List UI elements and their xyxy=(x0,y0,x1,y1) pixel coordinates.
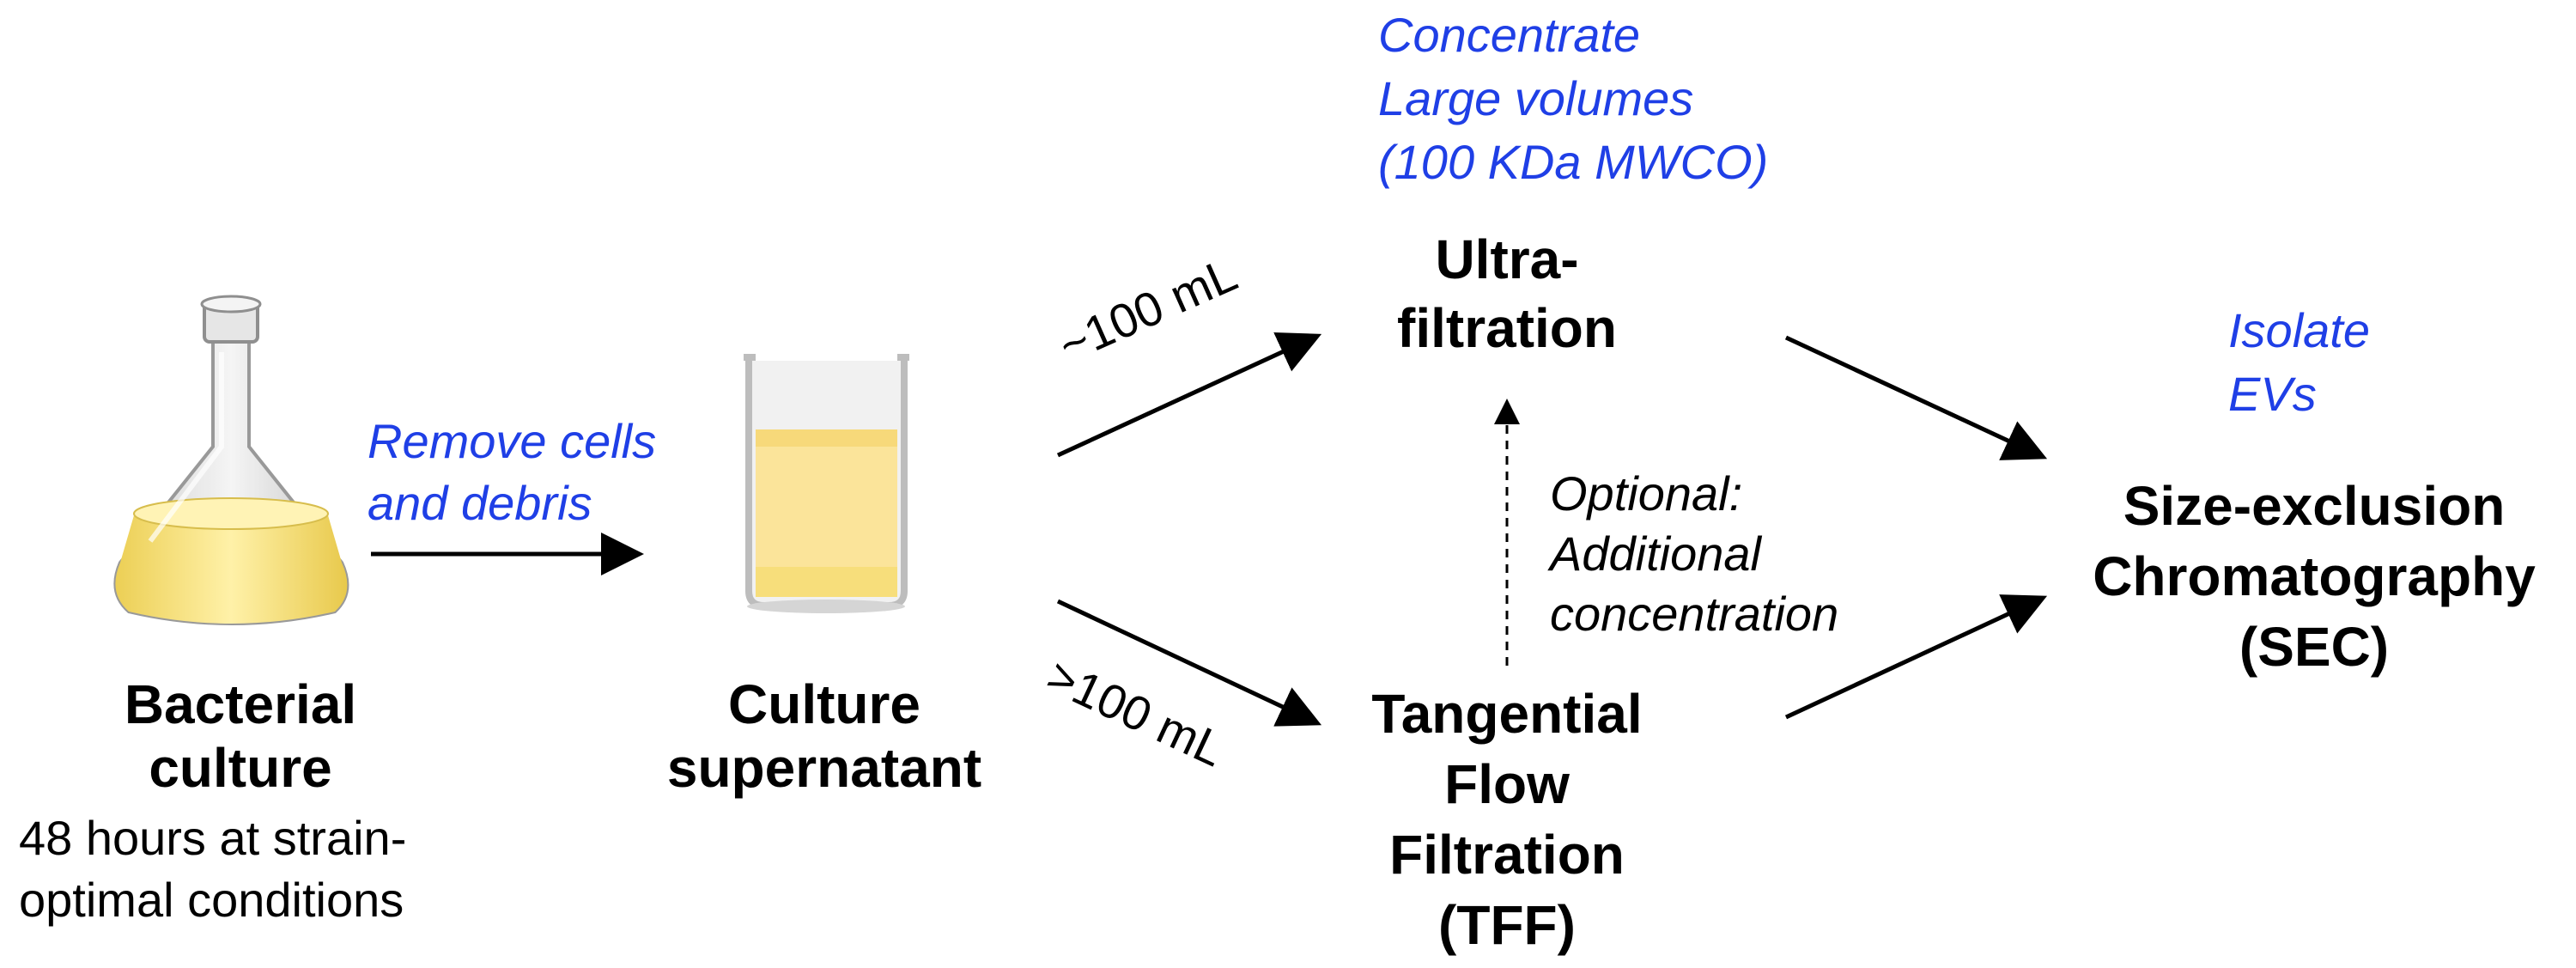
sec-title-line2: Chromatography xyxy=(2069,541,2559,612)
tff-title-line1: Tangential xyxy=(1335,679,1679,749)
optional-line3: concentration xyxy=(1550,584,1838,644)
bacterial-culture-title: Bacterial culture xyxy=(94,673,386,800)
ultrafiltration-title-line2: filtration xyxy=(1340,294,1674,362)
isolate-line1: Isolate xyxy=(2228,299,2370,362)
remove-cells-line2: and debris xyxy=(368,472,656,534)
supernatant-title-line2: supernatant xyxy=(653,736,996,800)
tff-title-line4: (TFF) xyxy=(1335,890,1679,960)
supernatant-title-line1: Culture xyxy=(653,673,996,736)
sec-title: Size-exclusion Chromatography (SEC) xyxy=(2069,471,2559,682)
isolate-line2: EVs xyxy=(2228,362,2370,426)
supernatant-title: Culture supernatant xyxy=(653,673,996,800)
bacterial-culture-sub-line2: optimal conditions xyxy=(19,869,406,931)
remove-cells-line1: Remove cells xyxy=(368,411,656,472)
concentrate-line3: (100 KDa MWCO) xyxy=(1378,131,1768,194)
tff-title-line2: Flow xyxy=(1335,749,1679,819)
concentrate-line2: Large volumes xyxy=(1378,67,1768,131)
tff-title-line3: Filtration xyxy=(1335,819,1679,890)
bacterial-culture-sub-line1: 48 hours at strain- xyxy=(19,807,406,869)
arrow-ultrafiltration-to-sec xyxy=(1786,338,2039,455)
ultrafiltration-title: Ultra- filtration xyxy=(1340,225,1674,362)
flask-icon xyxy=(115,296,347,624)
bacterial-culture-title-line1: Bacterial xyxy=(94,673,386,736)
sec-title-line3: (SEC) xyxy=(2069,612,2559,682)
tff-title: Tangential Flow Filtration (TFF) xyxy=(1335,679,1679,960)
concentrate-line1: Concentrate xyxy=(1378,3,1768,67)
concentrate-annotation: Concentrate Large volumes (100 KDa MWCO) xyxy=(1378,3,1768,194)
remove-cells-annotation: Remove cells and debris xyxy=(368,411,656,534)
optional-line1: Optional: xyxy=(1550,464,1838,524)
optional-line2: Additional xyxy=(1550,524,1838,584)
sec-title-line1: Size-exclusion xyxy=(2069,471,2559,541)
bacterial-culture-subtitle: 48 hours at strain- optimal conditions xyxy=(19,807,406,931)
ultrafiltration-title-line1: Ultra- xyxy=(1340,225,1674,294)
optional-annotation: Optional: Additional concentration xyxy=(1550,464,1838,644)
bacterial-culture-title-line2: culture xyxy=(94,736,386,800)
isolate-annotation: Isolate EVs xyxy=(2228,299,2370,426)
beaker-icon xyxy=(744,357,909,613)
